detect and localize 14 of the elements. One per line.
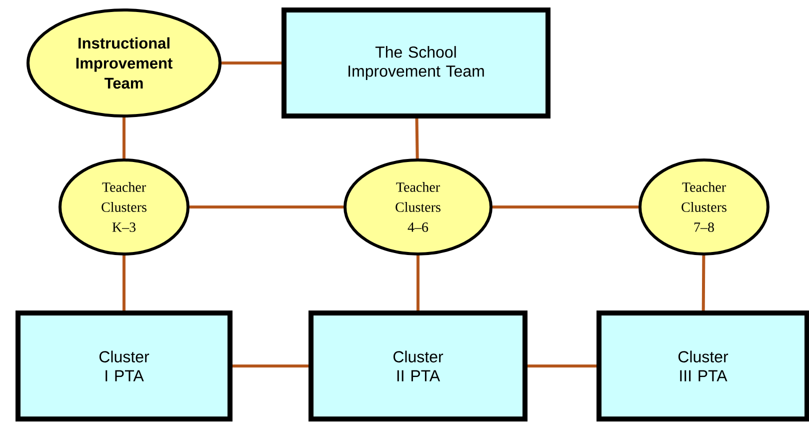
connector-line (232, 364, 308, 368)
team-box: Cluster II PTA (308, 310, 528, 422)
team-box: Cluster I PTA (16, 310, 232, 422)
connector-line (702, 255, 706, 310)
connector-line (222, 62, 282, 64)
team-box: The School Improvement Team (282, 8, 550, 118)
connector-line (416, 256, 420, 310)
team-box: Cluster III PTA (596, 310, 809, 422)
connector-line (415, 118, 419, 159)
connector-line (190, 206, 344, 208)
connector-line (492, 206, 638, 208)
connector-line (122, 118, 126, 158)
connector-line (122, 256, 126, 310)
connector-line (528, 364, 596, 368)
